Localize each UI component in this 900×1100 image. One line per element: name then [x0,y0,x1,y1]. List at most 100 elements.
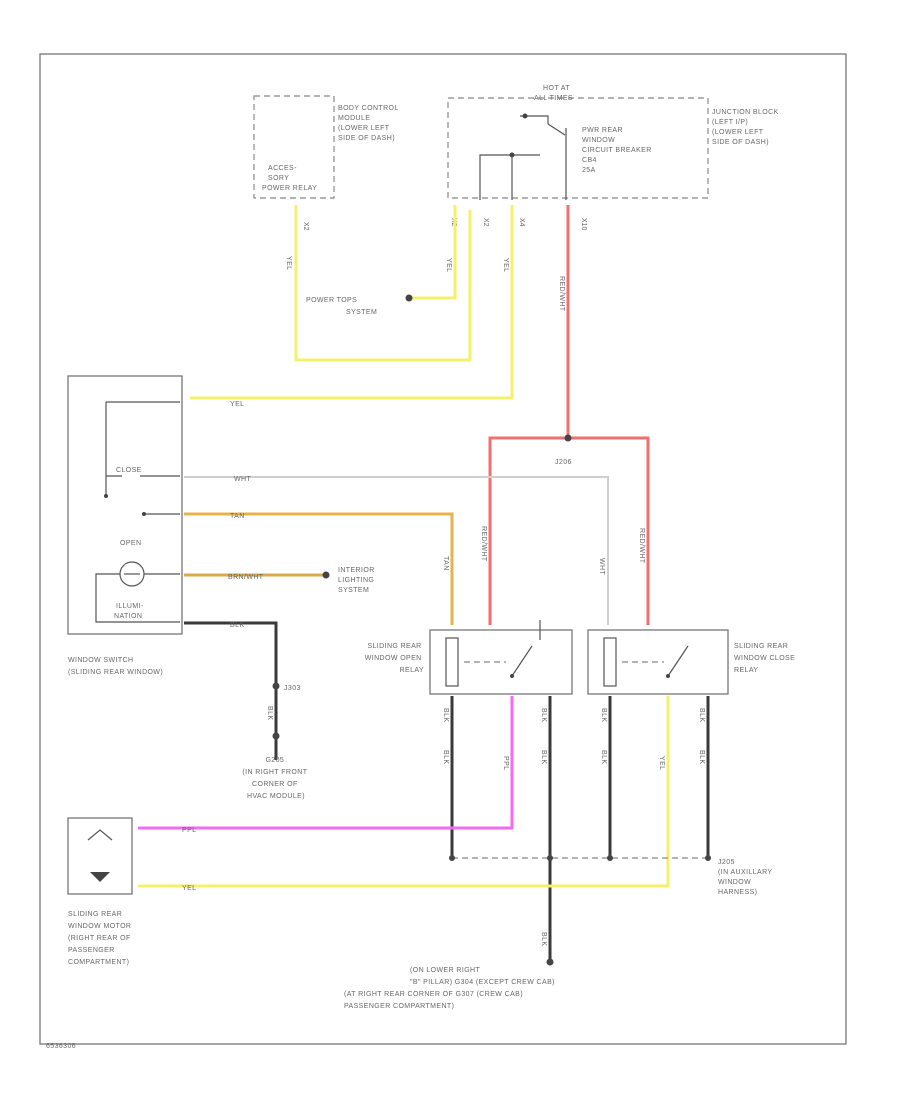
yellow-wire-switch-feed [190,205,514,400]
wire-label-blk-4: BLK [442,750,449,764]
wire-label-red-2: RED/WHT [480,526,487,562]
junction-block-outline [447,97,709,199]
close-relay-coil [603,637,617,687]
aux-dot-1 [449,855,455,861]
junction-block-label: JUNCTION BLOCK (LEFT I/P) (LOWER LEFT SI… [712,109,781,146]
wire-label-yel-3: YEL [502,258,509,272]
aux-splice-label: J205 (IN AUXILLARY WINDOW HARNESS) [718,859,775,896]
splice-top-dot [564,434,572,442]
jb-pin-3: X4 [518,218,525,227]
bcm-inner-label: ACCES- SORY POWER RELAY [262,165,317,192]
jb-pin-4: X10 [580,218,587,231]
wire-label-wht-2: WHT [598,558,605,575]
wire-label-blk-11: BLK [540,932,547,946]
aux-dot-4 [705,855,711,861]
wire-label-ppl-1: PPL [502,756,509,770]
switch-pivot-1 [104,494,108,498]
power-tops-label: POWER TOPS SYSTEM [306,297,377,316]
junction-block: HOT AT ALL TIMES JUNCTION BLOCK (LEFT I/… [447,85,781,231]
wire-label-blk-6: BLK [540,750,547,764]
switch-feed [105,401,180,496]
wire-label-brn: BRN/WHT [228,574,264,581]
close-relay-outline [587,629,729,695]
wire-label-red-3: RED/WHT [638,528,645,564]
motor-down-arrow-icon [90,872,110,882]
wire-label-blk-8: BLK [600,750,607,764]
splice-mid: J303 [284,685,301,692]
wire-label-blk-9: BLK [698,708,705,722]
wire-label-blk-7: BLK [600,708,607,722]
wire-label-red-1: RED/WHT [558,276,565,312]
power-tops-terminal [405,294,413,302]
switch-open-label: OPEN [120,540,141,547]
ground-bottom-label: (ON LOWER RIGHT "B" PILLAR) G304 (EXCEPT… [344,967,557,1010]
tan-wire-open [184,512,454,625]
ground-bottom-terminal [546,958,554,966]
interior-lighting-label: INTERIOR LIGHTING SYSTEM [338,567,377,594]
breaker-dot [522,113,528,119]
wire-label-blk-2: BLK [266,706,273,720]
motor-up-arrow-icon [87,829,113,841]
wire-label-blk-5: BLK [540,708,547,722]
open-relay-contact [511,620,541,677]
ground-top-label: G205 (IN RIGHT FRONT CORNER OF HVAC MODU… [242,757,309,800]
diagram-frame [39,53,847,1045]
wire-label-tan-1: TAN [230,513,245,520]
sliding-window-motor: SLIDING REAR WINDOW MOTOR (RIGHT REAR OF… [67,817,134,966]
black-wire-ground [184,621,278,760]
bcm-outline [253,95,335,199]
splice-mid-dot [272,682,280,690]
aux-dot-3 [607,855,613,861]
close-relay-label: SLIDING REAR WINDOW CLOSE RELAY [734,643,798,674]
switch-pivot-2 [142,512,146,516]
bcm-pin: X2 [302,222,309,231]
close-relay-pivot [666,674,670,678]
motor-outline [67,817,133,895]
window-switch-outline [67,375,183,635]
open-relay: SLIDING REAR WINDOW OPEN RELAY [365,620,573,695]
body-control-module: ACCES- SORY POWER RELAY BODY CONTROL MOD… [253,95,401,231]
breaker-contact [547,123,567,200]
aux-dot-2 [547,855,553,861]
jb-pin-2: X2 [482,218,489,227]
open-relay-label: SLIDING REAR WINDOW OPEN RELAY [365,643,424,674]
yellow-wire-bcm-loop [294,205,472,362]
white-wire-close [184,476,609,625]
frame-code: 6536306 [46,1043,76,1050]
wire-label-blk-3: BLK [442,708,449,722]
window-switch: CLOSE OPEN ILLUMI- NATION WINDOW SWITCH … [67,375,183,676]
open-relay-pivot [510,674,514,678]
open-relay-coil [445,637,459,687]
lamp-circuit [95,573,180,623]
window-switch-label: WINDOW SWITCH (SLIDING REAR WINDOW) [68,657,163,676]
circuit-breaker-label: PWR REAR WINDOW CIRCUIT BREAKER CB4 25A [582,127,654,174]
wire-label-yel-2: YEL [445,258,452,272]
splice-top: J206 [555,459,572,466]
breaker-feed [520,115,549,124]
hot-at-label: HOT AT ALL TIMES [534,85,573,102]
wire-label-blk-10: BLK [698,750,705,764]
bcm-label: BODY CONTROL MODULE (LOWER LEFT SIDE OF … [338,105,401,142]
wire-label-yel-4: YEL [230,401,244,408]
motor-label: SLIDING REAR WINDOW MOTOR (RIGHT REAR OF… [68,911,134,966]
close-relay: SLIDING REAR WINDOW CLOSE RELAY [587,629,798,695]
switch-close-label: CLOSE [116,467,142,474]
junction-bus [479,154,540,200]
yellow-wire-motor [138,696,670,888]
switch-illum-label: ILLUMI- NATION [114,603,146,620]
purple-wire-motor [138,696,514,830]
yellow-wire-power-tops [412,205,457,300]
lighting-terminal [322,571,330,579]
open-relay-outline [429,629,573,695]
close-relay-contact [667,645,689,677]
red-wire-relay-bus [488,436,650,625]
wire-label-tan-2: TAN [442,556,449,571]
wire-label-ppl-2: PPL [182,827,196,834]
wire-label-yel-6: YEL [182,885,196,892]
wire-label-blk-1: BLK [230,622,244,629]
wire-label-yel-5: YEL [658,756,665,770]
ground-top-terminal [272,732,280,740]
wire-label-wht-1: WHT [234,476,251,483]
wire-label-yel-1: YEL [285,256,292,270]
